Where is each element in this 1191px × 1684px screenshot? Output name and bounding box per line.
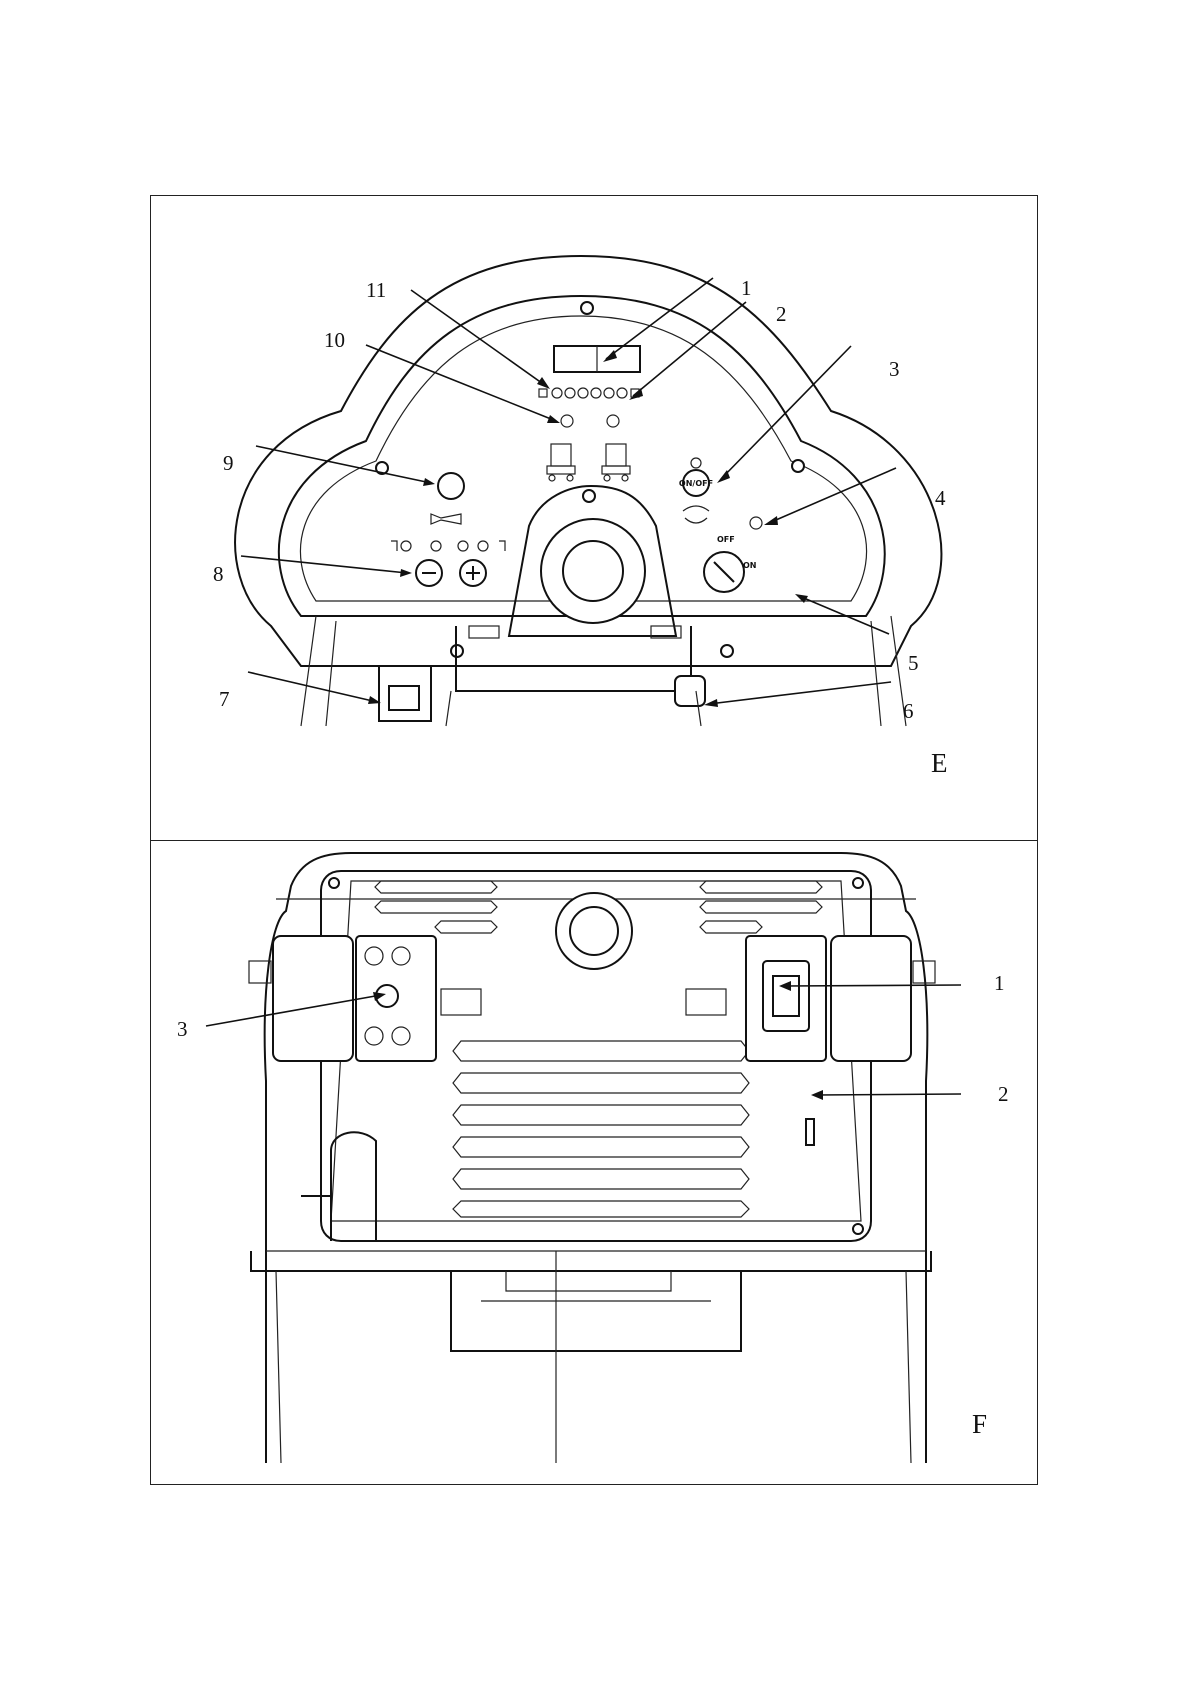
control-panel-drawing: ON/OFF OFF ON xyxy=(151,196,1039,842)
main-vent-slats xyxy=(453,1041,749,1217)
indicator-led-left xyxy=(561,415,573,427)
svg-text:ON/OFF: ON/OFF xyxy=(679,479,713,488)
callout-f-1: 1 xyxy=(994,973,1005,994)
indicator-led-right xyxy=(607,415,619,427)
left-latch-cover[interactable] xyxy=(273,936,353,1061)
fuse-icon xyxy=(806,1119,814,1145)
callout-6: 6 xyxy=(903,701,914,722)
display-icon xyxy=(554,346,640,372)
battery-level-icon xyxy=(539,388,639,398)
key-on-label: ON xyxy=(743,561,757,570)
rear-handle xyxy=(451,1271,741,1351)
callout-4: 4 xyxy=(935,488,946,509)
callout-7: 7 xyxy=(219,689,230,710)
callout-f-3: 3 xyxy=(177,1019,188,1040)
on-off-button[interactable]: ON/OFF xyxy=(679,470,713,496)
callout-3: 3 xyxy=(889,359,900,380)
callout-1: 1 xyxy=(741,278,752,299)
horn-button[interactable] xyxy=(438,473,464,499)
plus-button[interactable] xyxy=(460,560,486,586)
rear-view-drawing xyxy=(151,841,1039,1486)
water-flow-icon xyxy=(391,541,505,551)
horn-icon xyxy=(431,514,461,524)
callout-2: 2 xyxy=(776,304,787,325)
callout-f-2: 2 xyxy=(998,1084,1009,1105)
callout-9: 9 xyxy=(223,453,234,474)
minus-button[interactable] xyxy=(416,560,442,586)
figure-e-panel: ON/OFF OFF ON xyxy=(150,195,1038,841)
key-off-label: OFF xyxy=(717,535,735,544)
figure-f-label: F xyxy=(972,1411,987,1438)
key-switch-icon[interactable] xyxy=(704,552,744,592)
callout-8: 8 xyxy=(213,564,224,585)
emergency-stop-icon[interactable] xyxy=(556,893,632,969)
figure-f-panel: 1 2 3 F xyxy=(150,840,1038,1485)
brush-down-icon xyxy=(547,444,575,481)
brush-up-icon xyxy=(602,444,630,481)
callout-5: 5 xyxy=(908,653,919,674)
right-latch-cover[interactable] xyxy=(831,936,911,1061)
charger-indicator-icon xyxy=(750,517,762,529)
emergency-stop-icon[interactable] xyxy=(541,519,645,623)
callout-11: 11 xyxy=(366,280,386,301)
reverse-icon xyxy=(683,506,709,523)
callout-10: 10 xyxy=(324,330,345,351)
toggle-switch[interactable] xyxy=(379,666,431,721)
potentiometer-knob[interactable] xyxy=(675,676,705,706)
figure-e-label: E xyxy=(931,750,948,777)
power-socket-icon xyxy=(763,961,809,1031)
